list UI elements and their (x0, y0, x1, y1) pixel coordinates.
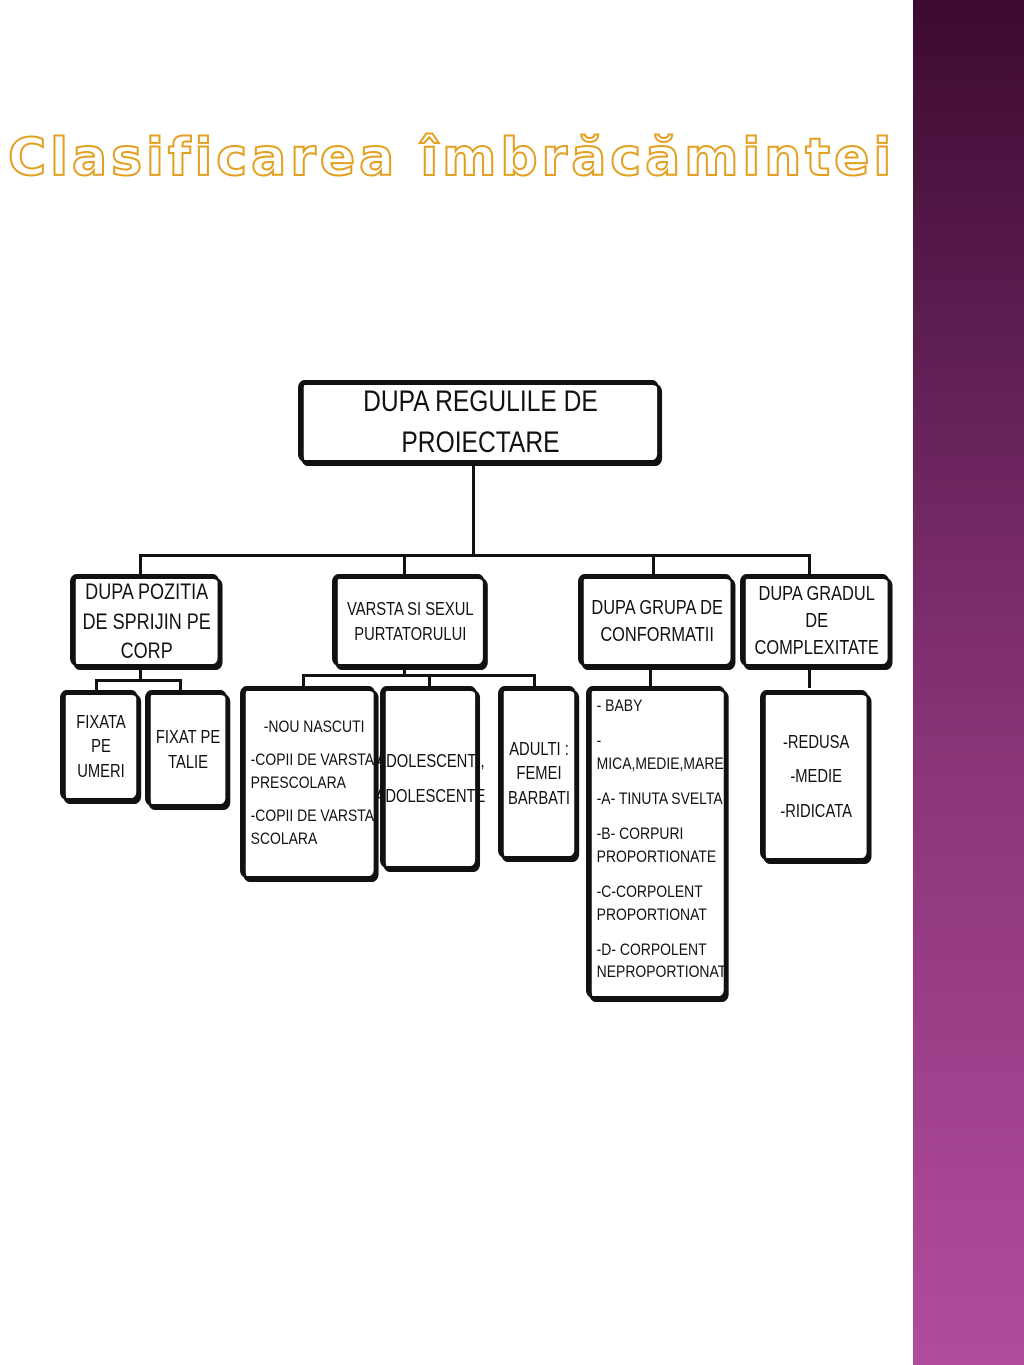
leaf-copii: -NOU NASCUTI -COPII DE VARSTA PRESCOLARA… (240, 686, 376, 878)
connector-pozitie-bar (95, 679, 181, 682)
connector-drop-4 (808, 554, 811, 576)
copii-item: -COPII DE VARSTA SCOLARA (250, 805, 374, 848)
conformatie-item: -C-CORPOLENT PROPORTIONAT (596, 881, 707, 924)
connector-main-bar (139, 554, 811, 557)
connector-varsta-left (302, 674, 305, 688)
connector-conformatii-stem (649, 664, 652, 688)
connector-root-stem (472, 460, 475, 556)
leaf-adolescenti: ADOLESCENTI, ADOLESCENTE (375, 686, 485, 868)
conformatie-item: -A- TINUTA SVELTA (596, 788, 723, 808)
connector-pozitie-right (179, 679, 182, 691)
category-pozitie: DUPA POZITIA DE SPRIJIN PE CORP (70, 574, 220, 666)
category-complexitate: DUPA GRADUL DE COMPLEXITATE (740, 574, 890, 666)
decorative-sidebar (913, 0, 1024, 1365)
category-varsta: VARSTA SI SEXUL PURTATORULUI (332, 574, 485, 666)
connector-drop-2 (403, 554, 406, 576)
conformatie-item: - BABY (596, 696, 643, 715)
category-conformatii: DUPA GRUPA DE CONFORMATII (578, 574, 733, 666)
leaf-fixata-pe-umeri: FIXATA PE UMERI (60, 690, 138, 800)
conformatie-item: -D- CORPOLENT NEPROPORTIONAT (596, 939, 727, 982)
leaf-complexitate-list: -REDUSA -MEDIE -RIDICATA (760, 690, 869, 860)
conformatie-item: - MICA,MEDIE,MARE (596, 730, 724, 773)
page-title: Clasificarea îmbrăcămintei (7, 127, 896, 189)
connector-varsta-mid (428, 674, 431, 688)
connector-varsta-stem (403, 664, 406, 676)
root-node: DUPA REGULILE DE PROIECTARE (298, 380, 659, 462)
complexitate-item: -MEDIE (790, 766, 842, 787)
copii-item: -NOU NASCUTI (263, 717, 365, 737)
leaf-conformatii-list: - BABY - MICA,MEDIE,MARE -A- TINUTA SVEL… (586, 686, 727, 998)
connector-complexitate-stem (808, 664, 811, 688)
connector-drop-3 (652, 554, 655, 576)
leaf-adulti: ADULTI : FEMEI BARBATI (498, 686, 576, 858)
leaf-fixat-pe-talie: FIXAT PE TALIE (145, 690, 227, 806)
complexitate-item: -REDUSA (782, 732, 850, 753)
connector-pozitie-stem (139, 664, 142, 680)
connector-varsta-right (533, 674, 536, 688)
copii-item: -COPII DE VARSTA PRESCOLARA (250, 750, 374, 793)
connector-drop-1 (139, 554, 142, 576)
complexitate-item: -RIDICATA (780, 800, 852, 821)
connector-varsta-bar (302, 674, 536, 677)
conformatie-item: -B- CORPURI PROPORTIONATE (596, 823, 717, 866)
connector-pozitie-left (95, 679, 98, 691)
